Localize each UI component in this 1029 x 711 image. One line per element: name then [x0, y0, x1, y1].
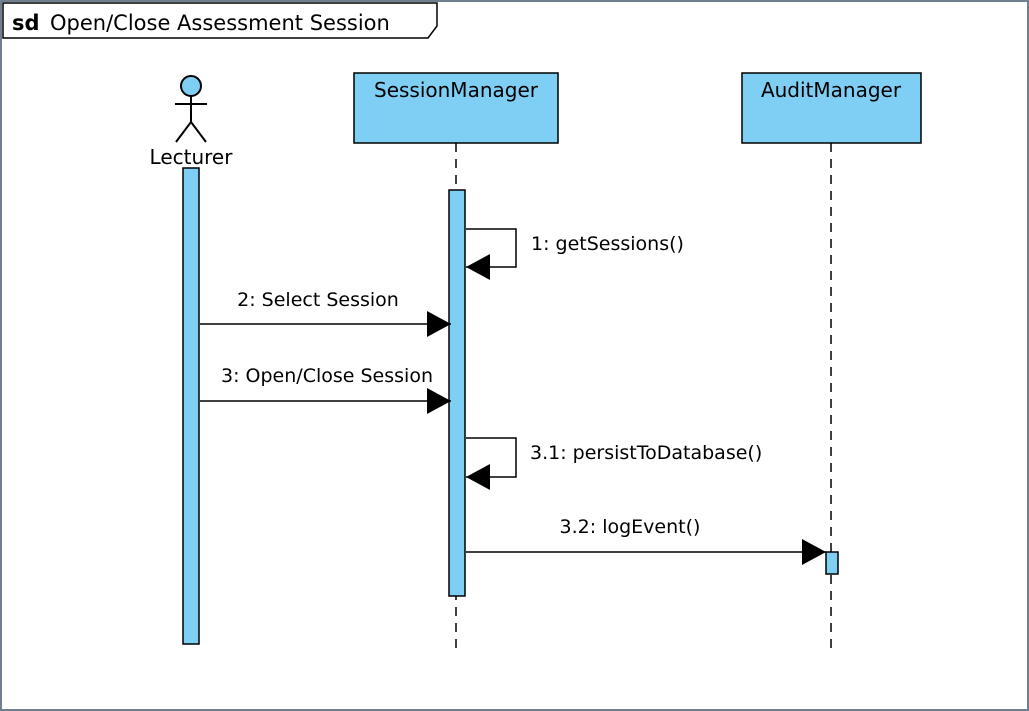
- audit-manager-activation-bar: [825, 551, 839, 575]
- stick-figure-icon: [175, 75, 207, 143]
- audit-manager-label: AuditManager: [761, 78, 902, 102]
- message-label: 3.1: persistToDatabase(): [530, 442, 762, 464]
- session-manager-label: SessionManager: [374, 78, 539, 102]
- frame-name-tab: sd Open/Close Assessment Session: [2, 2, 438, 39]
- message-label: 1: getSessions(): [531, 233, 684, 255]
- message-log-event: 3.2: logEvent(): [466, 516, 826, 565]
- frame-title: Open/Close Assessment Session: [50, 11, 390, 35]
- audit-manager-box: [741, 72, 922, 144]
- message-get-sessions: 1: getSessions(): [466, 228, 684, 280]
- message-label: 2: Select Session: [237, 289, 399, 311]
- frame-keyword: sd: [12, 11, 40, 35]
- session-manager-activation-bar: [448, 189, 466, 597]
- message-select-session: 2: Select Session: [200, 289, 451, 337]
- message-label: 3: Open/Close Session: [221, 365, 433, 387]
- lecturer-label: Lecturer: [150, 145, 234, 169]
- session-manager-box: [353, 72, 559, 144]
- message-persist-to-database: 3.1: persistToDatabase(): [466, 437, 762, 490]
- lecturer-actor: Lecturer: [150, 75, 234, 169]
- audit-manager-participant: AuditManager: [741, 72, 922, 144]
- session-manager-participant: SessionManager: [353, 72, 559, 144]
- message-label: 3.2: logEvent(): [560, 516, 701, 538]
- message-open-close-session: 3: Open/Close Session: [200, 365, 451, 414]
- lecturer-activation-bar: [182, 167, 200, 645]
